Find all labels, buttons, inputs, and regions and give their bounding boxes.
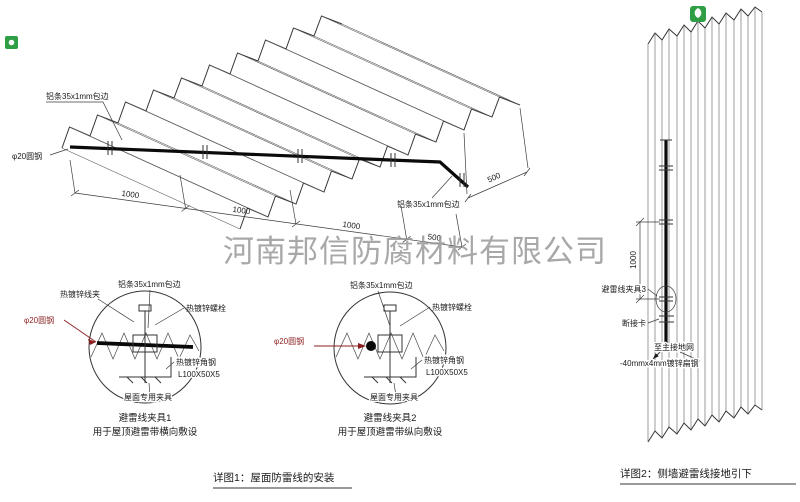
detail2-nut — [383, 304, 397, 312]
dimension-line-right — [463, 107, 531, 203]
detail2-corrugation-profile — [335, 332, 445, 360]
leader-round-steel — [49, 148, 69, 156]
detail2-label-strip: 铝条35x1mm包边 — [350, 280, 413, 290]
caption-detail-1: 详图1：屋面防雷线的安装 — [213, 471, 335, 484]
dim-label-1000-a: 1000 — [121, 189, 140, 200]
roof-isometric-view: 1000 1000 1000 500 500 铝条35x1mm包边 φ20圆钢 … — [12, 15, 531, 251]
dimension-line-bottom — [69, 159, 467, 251]
detail1-circle — [88, 290, 202, 404]
wall-leader-disconnect — [647, 318, 660, 324]
detail1-clamp-body — [132, 334, 158, 353]
detail1-corrugation-profile — [90, 332, 200, 360]
detail1-angle-steel — [119, 357, 172, 384]
detail2-leader-bolt — [399, 306, 431, 327]
captions: 详图1：屋面防雷线的安装 详图2：侧墙避雷线接地引下 — [213, 467, 796, 489]
wall-elevation-view: 1000 避雷线夹具3 断接卡 至主接地网 -40mmx4mm镀锌扁钢 — [600, 6, 763, 443]
detail1-leader-fixture — [148, 382, 151, 397]
detail2-label-round-steel: φ20圆钢 — [274, 336, 304, 346]
detail1-arrowhead-round-steel — [88, 339, 96, 345]
detail1-label-round-steel: φ20圆钢 — [24, 315, 54, 325]
detail1-label-clamp: 热镀锌线夹 — [60, 289, 100, 299]
detail2-label-bolt: 热镀锌螺栓 — [432, 302, 472, 312]
detail1-leader-strip — [147, 289, 151, 329]
detail-circle-2: 铝条35x1mm包边 热镀锌螺栓 φ20圆钢 热镀锌角钢 L100X50X5 屋… — [274, 280, 472, 438]
dim-label-500-b: 500 — [486, 171, 502, 185]
lightning-wire — [69, 145, 470, 189]
detail2-leader-strip — [377, 290, 391, 327]
detail2-leader-fixture — [393, 382, 397, 397]
label-aluminum-strip-top: 铝条35x1mm包边 — [46, 91, 109, 101]
caption-detail-2: 详图2：侧墙避雷线接地引下 — [620, 467, 752, 480]
detail2-angle-steel — [364, 357, 417, 384]
detail1-leader-angle — [165, 361, 175, 370]
wall-dimension-1000 — [635, 217, 660, 304]
dim-label-1000-c: 1000 — [342, 220, 361, 231]
dim-label-1000-b: 1000 — [232, 205, 251, 216]
detail2-leader-angle — [410, 359, 423, 370]
detail1-nut — [138, 304, 152, 312]
detail1-label-fixture: 屋面专用夹具 — [124, 392, 172, 402]
label-round-steel-main: φ20圆钢 — [12, 151, 42, 161]
detail2-label-angle-spec: L100X50X5 — [426, 368, 468, 377]
label-aluminum-strip-right: 铝条35x1mm包边 — [397, 199, 460, 209]
detail1-title: 避雷线夹具1 — [119, 412, 172, 424]
detail2-label-fixture: 屋面专用夹具 — [370, 392, 418, 402]
detail1-label-strip: 铝条35x1mm包边 — [118, 279, 181, 289]
detail1-leader-clamp — [97, 298, 135, 323]
detail2-title: 避雷线夹具2 — [364, 412, 417, 424]
detail1-subtitle: 用于屋顶避雷带横向敷设 — [93, 426, 198, 438]
logo-mark-right-glyph — [694, 8, 702, 18]
detail1-label-angle-spec: L100X50X5 — [178, 370, 220, 379]
wall-label-disconnect: 断接卡 — [622, 318, 646, 328]
wall-dim-label-1000: 1000 — [629, 251, 638, 269]
detail1-label-angle: 热镀锌角钢 — [176, 357, 216, 367]
wall-wire-clamps — [659, 165, 673, 302]
dim-label-500-a: 500 — [427, 232, 442, 243]
roof-corrugation-lines — [61, 15, 521, 230]
detail2-circle — [333, 291, 447, 405]
wall-label-flat-steel: -40mmx4mm镀锌扁钢 — [620, 358, 699, 368]
company-watermark: 河南邦信防腐材料有限公司 — [223, 234, 607, 269]
roof-near-profile — [61, 15, 343, 149]
wire-clamps — [107, 141, 465, 187]
detail1-label-bolt: 热镀锌螺栓 — [186, 303, 226, 313]
detail2-clamp-body — [377, 334, 403, 353]
detail1-leader-round-steel — [63, 319, 97, 343]
wall-label-to-ground: 至主接地网 — [654, 342, 694, 352]
wall-leader-flat-steel — [679, 351, 701, 362]
leader-strip-right — [431, 175, 453, 199]
detail-circle-1: 热镀锌线夹 铝条35x1mm包边 热镀锌螺栓 φ20圆钢 热镀锌角钢 L100X… — [24, 279, 226, 438]
detail2-label-angle: 热镀锌角钢 — [424, 355, 464, 365]
wall-label-clamp3: 避雷线夹具3 — [602, 284, 647, 294]
leader-strip-top — [46, 101, 123, 141]
detail2-arrowhead-round-steel — [358, 343, 366, 349]
logo-mark-left-glyph — [8, 39, 15, 46]
wall-disconnect-link — [659, 315, 674, 323]
logo-mark-right — [690, 6, 706, 22]
logo-mark-left — [5, 36, 18, 49]
detail2-wire-cross-section — [366, 341, 376, 351]
wall-leader-clamp3 — [647, 288, 658, 297]
wall-corrugation-lines — [647, 7, 763, 442]
detail2-subtitle: 用于屋顶避雷带纵向敷设 — [338, 426, 443, 438]
detail1-leader-bolt — [154, 307, 185, 326]
wall-ground-arrowhead — [653, 353, 659, 359]
